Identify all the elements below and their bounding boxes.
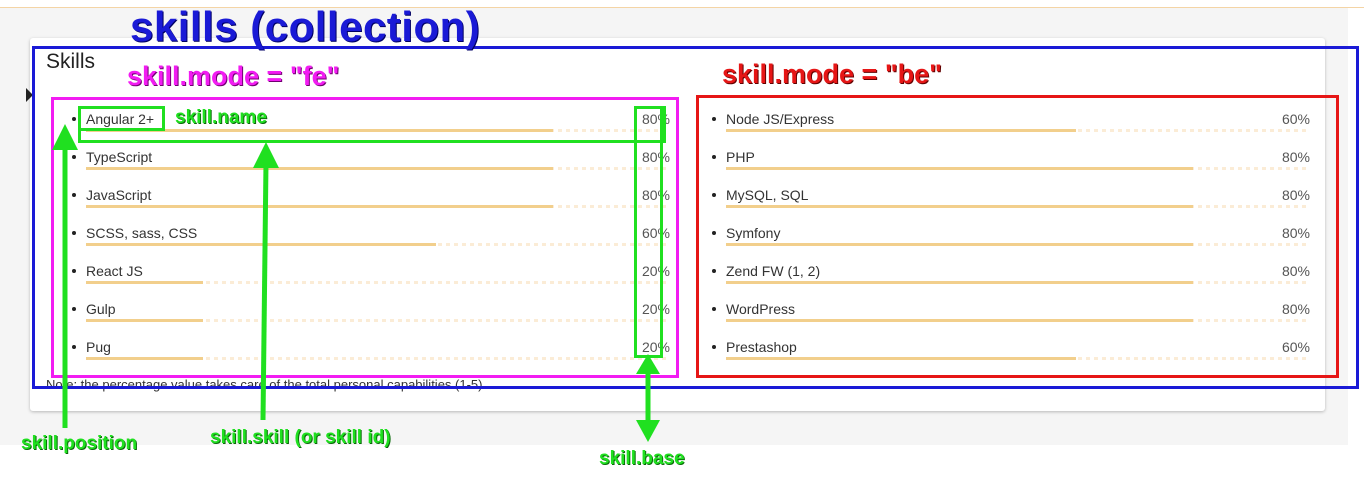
- skill-progress-track: [726, 167, 1310, 170]
- skill-name: Zend FW (1, 2): [726, 263, 821, 279]
- skill-progress-fill: [86, 281, 203, 284]
- skill-progress-track: [86, 243, 670, 246]
- skill-progress-fill: [726, 281, 1194, 284]
- skill-progress-fill: [726, 319, 1194, 322]
- skill-name: Gulp: [86, 301, 116, 317]
- skill-progress-track: [86, 319, 670, 322]
- skill-percentage: 80%: [1281, 187, 1310, 203]
- collection-annotation: skills (collection): [130, 3, 481, 50]
- skill-percentage: 60%: [1281, 111, 1310, 127]
- skill-item: Gulp 20%: [72, 296, 670, 334]
- skill-progress-track: [726, 281, 1310, 284]
- skill-item: Prestashop 60%: [712, 334, 1310, 372]
- skill-progress-fill: [726, 243, 1194, 246]
- skill-percentage: 80%: [1281, 149, 1310, 165]
- frontend-skill-list: Angular 2+ 80% TypeScript 80% JavaScript 80% S…: [72, 106, 670, 372]
- skill-item: TypeScript 80%: [72, 144, 670, 182]
- fe-mode-annotation: skill.mode = "fe": [127, 61, 340, 91]
- skill-item: React JS 20%: [72, 258, 670, 296]
- skill-name: SCSS, sass, CSS: [86, 225, 198, 241]
- skill-progress-fill: [726, 167, 1194, 170]
- skill-progress-fill: [86, 205, 554, 208]
- skill-percentage: 20%: [641, 301, 670, 317]
- skill-name: MySQL, SQL: [726, 187, 809, 203]
- skill-progress-fill: [726, 129, 1077, 132]
- skill-percentage: 80%: [1281, 263, 1310, 279]
- skill-item: WordPress 80%: [712, 296, 1310, 334]
- skill-percentage: 80%: [641, 187, 670, 203]
- skill-progress-fill: [86, 243, 437, 246]
- skill-percentage: 80%: [641, 111, 670, 127]
- skill-progress-track: [726, 243, 1310, 246]
- skill-progress-fill: [86, 167, 554, 170]
- skill-item: PHP 80%: [712, 144, 1310, 182]
- skill-id-annotation: skill.skill (or skill id): [210, 427, 391, 448]
- skill-name: Angular 2+: [86, 111, 155, 127]
- skill-name: Node JS/Express: [726, 111, 835, 127]
- skill-name: JavaScript: [86, 187, 152, 203]
- be-mode-annotation: skill.mode = "be": [722, 59, 942, 89]
- skill-progress-fill: [86, 129, 554, 132]
- skill-progress-track: [86, 205, 670, 208]
- skill-item: Pug 20%: [72, 334, 670, 372]
- capabilities-note: Note: the percentage value takes care of…: [46, 377, 483, 392]
- skill-name: Symfony: [726, 225, 781, 241]
- skill-name: WordPress: [726, 301, 795, 317]
- skill-progress-track: [726, 319, 1310, 322]
- skill-item: JavaScript 80%: [72, 182, 670, 220]
- skill-name: React JS: [86, 263, 143, 279]
- skill-progress-track: [726, 205, 1310, 208]
- skill-item: SCSS, sass, CSS 60%: [72, 220, 670, 258]
- skill-progress-fill: [86, 357, 203, 360]
- mouse-pointer-icon: [26, 88, 33, 102]
- skill-percentage: 60%: [641, 225, 670, 241]
- skill-item: MySQL, SQL 80%: [712, 182, 1310, 220]
- skill-progress-fill: [86, 319, 203, 322]
- skill-progress-track: [86, 281, 670, 284]
- skill-percentage: 20%: [641, 263, 670, 279]
- skill-name: TypeScript: [86, 149, 153, 165]
- skill-percentage: 80%: [1281, 301, 1310, 317]
- skill-item: Symfony 80%: [712, 220, 1310, 258]
- skill-percentage: 60%: [1281, 339, 1310, 355]
- skill-name: PHP: [726, 149, 755, 165]
- skill-progress-fill: [726, 357, 1077, 360]
- skill-progress-track: [86, 129, 670, 132]
- card-title: Skills: [46, 50, 96, 73]
- skill-item: Zend FW (1, 2) 80%: [712, 258, 1310, 296]
- skill-item: Angular 2+ 80%: [72, 106, 670, 144]
- skill-item: Node JS/Express 60%: [712, 106, 1310, 144]
- skill-percentage: 80%: [1281, 225, 1310, 241]
- base-annotation: skill.base: [599, 448, 685, 469]
- skill-name: Prestashop: [726, 339, 797, 355]
- skill-name: Pug: [86, 339, 111, 355]
- top-strip: [0, 0, 1364, 8]
- skill-progress-fill: [726, 205, 1194, 208]
- skill-progress-track: [86, 357, 670, 360]
- skill-percentage: 20%: [641, 339, 670, 355]
- skill-progress-track: [726, 357, 1310, 360]
- skill-percentage: 80%: [641, 149, 670, 165]
- skill-progress-track: [726, 129, 1310, 132]
- name-annotation: skill.name: [175, 107, 267, 128]
- skill-progress-track: [86, 167, 670, 170]
- position-annotation: skill.position: [21, 433, 138, 454]
